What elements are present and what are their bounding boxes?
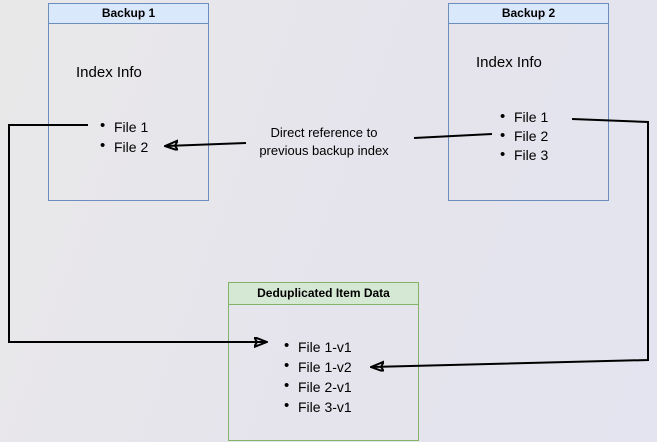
edge-label-line2: previous backup index — [259, 143, 389, 158]
list-item: File 1 — [100, 116, 148, 137]
backup1-file-list: File 1 File 2 — [100, 116, 148, 157]
backup2-box: Backup 2 Index Info File 1 File 2 File 3 — [448, 3, 609, 201]
list-item: File 2 — [100, 136, 148, 157]
backup2-index-info-label: Index Info — [476, 54, 542, 71]
list-item: File 3 — [500, 145, 548, 165]
backup1-title: Backup 1 — [49, 4, 208, 24]
list-item: File 3-v1 — [284, 396, 352, 417]
dedup-box: Deduplicated Item Data File 1-v1 File 1-… — [228, 282, 419, 441]
edge-label-line1: Direct reference to — [270, 125, 378, 140]
edge-label: Direct reference to previous backup inde… — [243, 124, 405, 160]
list-item: File 2 — [500, 126, 548, 146]
list-item: File 1-v1 — [284, 336, 352, 357]
backup2-title: Backup 2 — [449, 4, 608, 24]
list-item: File 1 — [500, 107, 548, 127]
list-item: File 2-v1 — [284, 376, 352, 397]
backup1-box: Backup 1 Index Info File 1 File 2 — [48, 3, 209, 201]
backup2-file-list: File 1 File 2 File 3 — [500, 107, 548, 165]
dedup-title: Deduplicated Item Data — [229, 283, 418, 305]
backup1-index-info-label: Index Info — [76, 64, 142, 81]
list-item: File 1-v2 — [284, 356, 352, 377]
dedup-file-list: File 1-v1 File 1-v2 File 2-v1 File 3-v1 — [284, 336, 352, 417]
